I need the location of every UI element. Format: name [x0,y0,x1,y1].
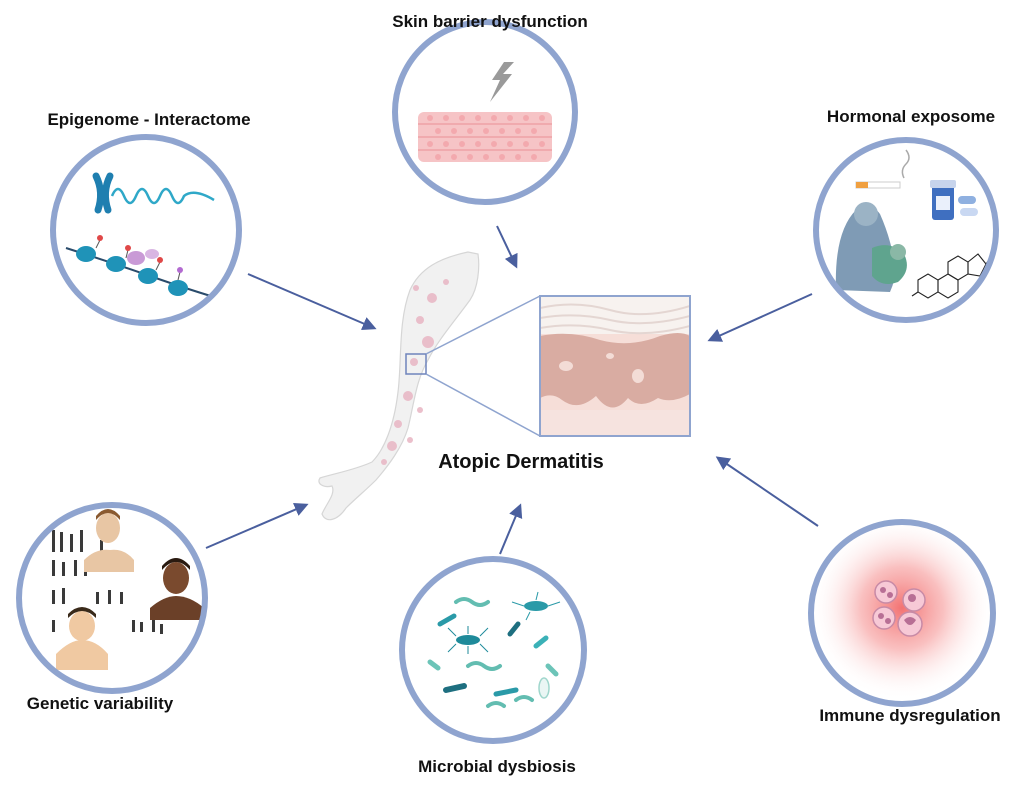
center-title-atopic-dermatitis: Atopic Dermatitis [438,451,604,473]
circle-immune [808,519,996,707]
arrow-hormonal [707,293,813,342]
arrow-skin-barrier [496,225,518,269]
label-skin-barrier-dysfunction: Skin barrier dysfunction [392,12,588,31]
label-immune-dysregulation: Immune dysregulation [819,706,1001,725]
circle-hormonal [813,137,999,323]
label-microbial-dysbiosis: Microbial dysbiosis [418,757,576,776]
label-genetic-variability: Genetic variability [26,694,174,713]
circle-epigenome [50,134,242,326]
arrow-genetic [205,502,309,549]
skin-zoom-panel [539,295,691,437]
immune-cells-inflammation-icon [811,522,993,700]
arrow-microbial [499,503,523,555]
skin-layer-lightning-icon [418,62,552,162]
chromosome-nucleosome-icon [65,172,225,301]
zoom-source-box [405,353,427,375]
mother-cigarette-pills-steroid-icon [835,149,995,299]
bacteria-icon [427,591,561,708]
arrows [205,225,819,555]
circle-genetic [16,502,208,694]
circle-skin-barrier [392,19,578,205]
arm-illustration [318,251,541,521]
arrow-immune [715,456,819,527]
arrow-epigenome [247,273,377,331]
karyotype-faces-icon [52,509,204,670]
label-hormonal-exposome: Hormonal exposome [826,107,996,126]
label-epigenome-interactome: Epigenome - Interactome [47,110,251,129]
circle-microbial [399,556,587,744]
